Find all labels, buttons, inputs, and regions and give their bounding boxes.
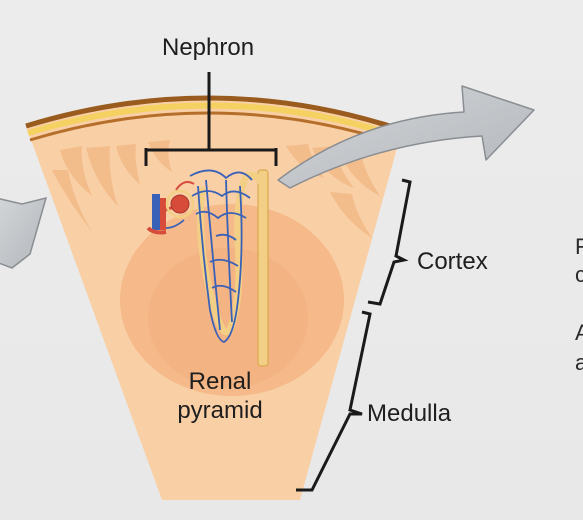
glomerulus — [170, 194, 190, 214]
cortex-bracket — [367, 178, 412, 306]
nephron-bracket — [144, 72, 278, 166]
edge-text-fragment: c — [575, 262, 583, 287]
edge-text-fragment: F — [575, 234, 583, 259]
cortex-label: Cortex — [417, 248, 488, 275]
medulla-bracket — [296, 310, 372, 492]
right-arrow-icon — [277, 85, 535, 189]
edge-text-fragment: A — [575, 320, 583, 345]
edge-text-fragment: a — [575, 350, 583, 375]
capsule-inner — [29, 111, 399, 146]
capsule-outer — [25, 95, 403, 133]
left-arrow-icon — [0, 196, 48, 269]
renal-pyramid-label: Renal pyramid — [177, 368, 263, 424]
nephron-illustration — [146, 169, 269, 367]
collecting-duct — [257, 169, 269, 367]
nephron-label: Nephron — [162, 34, 255, 61]
medulla-label: Medulla — [367, 400, 452, 427]
capsule-yellow — [27, 102, 401, 140]
